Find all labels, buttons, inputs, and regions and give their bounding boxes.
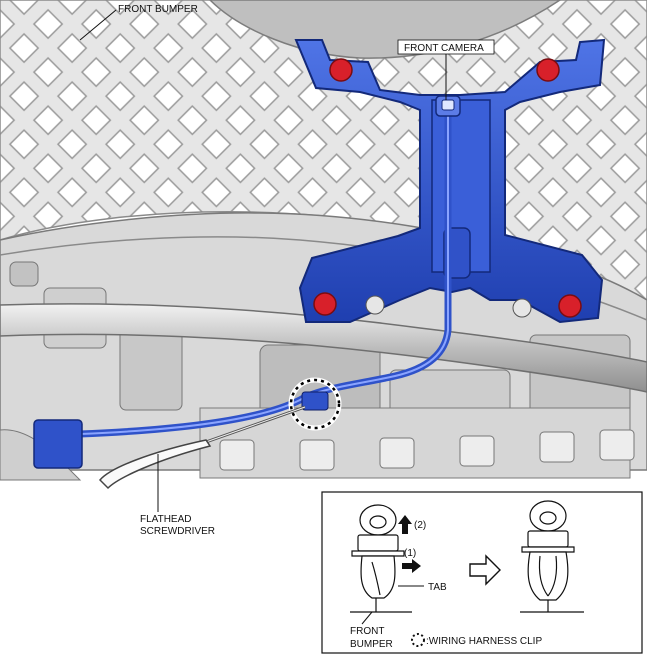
inset-bumper-leader — [361, 611, 373, 625]
clip-removal-inset: (2) (1) TAB FRONT BUMPER :WIRING HARNESS… — [321, 491, 643, 654]
label-front-camera: FRONT CAMERA — [404, 43, 484, 54]
transition-arrow-icon — [469, 554, 501, 586]
flathead-screwdriver — [98, 405, 306, 490]
clip-after — [520, 500, 584, 613]
inset-legend-label: :WIRING HARNESS CLIP — [426, 636, 542, 647]
harness-clip-legend-icon — [411, 633, 425, 647]
arrow-up-icon — [398, 515, 412, 534]
label-flathead-line2: SCREWDRIVER — [140, 526, 215, 537]
fastener-markers — [313, 58, 582, 318]
reinforcement-bar — [0, 303, 647, 393]
label-front-bumper: FRONT BUMPER — [118, 4, 198, 15]
inset-step-2: (2) — [414, 520, 426, 531]
clip-before — [350, 504, 412, 613]
arrow-right-icon — [402, 559, 421, 573]
inset-tab-label: TAB — [428, 582, 447, 593]
wiring-harness-clip — [288, 377, 342, 431]
fastener-marker — [558, 294, 582, 318]
harness-connector — [33, 419, 83, 469]
inset-step-1: (1) — [404, 548, 416, 559]
front-camera — [435, 95, 461, 117]
leader-lines — [79, 9, 447, 512]
fastener-marker — [313, 292, 337, 316]
inset-front-bumper-line1: FRONT — [350, 626, 384, 637]
fastener-marker — [536, 58, 560, 82]
label-front-camera-box: FRONT CAMERA — [397, 39, 495, 55]
label-flathead-line1: FLATHEAD — [140, 514, 192, 525]
fastener-marker — [329, 58, 353, 82]
inset-front-bumper-line2: BUMPER — [350, 639, 393, 650]
